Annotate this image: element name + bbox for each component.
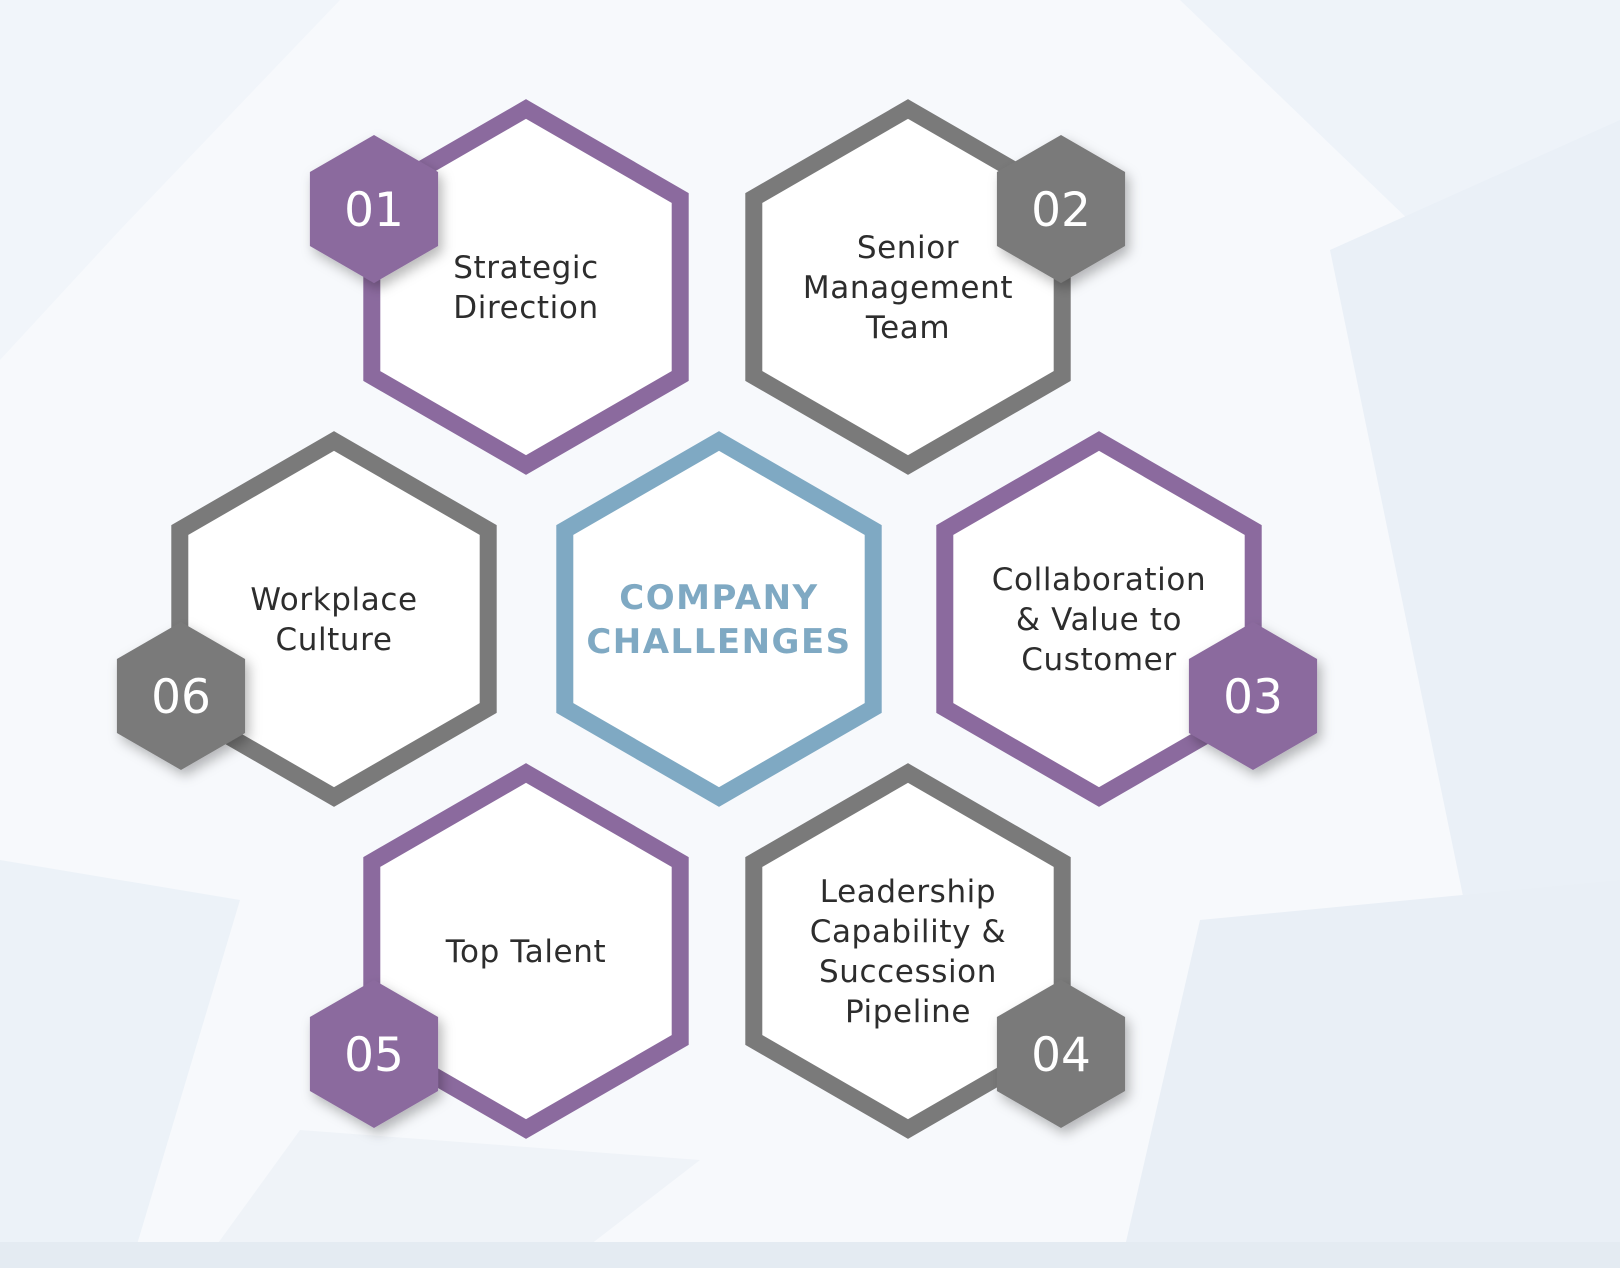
challenge-label-line: Capability & — [810, 914, 1007, 950]
challenge-label-line: Customer — [1021, 642, 1176, 678]
challenge-hexagon-05: Top Talent 05 — [309, 763, 689, 1139]
challenge-label-line: Workplace — [250, 582, 417, 618]
number-badge-label: 04 — [1031, 1028, 1091, 1083]
background-facet — [0, 0, 340, 360]
challenge-label-line: Pipeline — [845, 994, 971, 1030]
number-badge — [309, 980, 439, 1128]
challenge-label-line: Top Talent — [445, 934, 606, 970]
challenge-hexagon-outline — [363, 763, 689, 1139]
background-facet — [1330, 120, 1620, 930]
background-facet — [1180, 0, 1620, 470]
number-badge — [1188, 622, 1318, 770]
challenge-label-line: Direction — [453, 290, 598, 326]
challenge-hexagon-outline — [745, 763, 1071, 1139]
challenge-hexagon-outline — [171, 431, 497, 807]
challenge-label-line: Collaboration — [992, 562, 1206, 598]
background-facet — [0, 860, 240, 1268]
challenge-label: Top Talent — [445, 934, 606, 970]
challenge-label-line: Succession — [819, 954, 997, 990]
number-badge-label: 02 — [1031, 183, 1091, 238]
number-badge-label: 03 — [1223, 670, 1283, 725]
center-title-line: CHALLENGES — [586, 622, 851, 662]
challenge-label-line: Culture — [275, 622, 392, 658]
number-badge-label: 05 — [344, 1028, 404, 1083]
number-badge — [996, 135, 1126, 283]
background-facet — [1120, 880, 1620, 1268]
challenge-label-line: Senior — [857, 230, 959, 266]
center-hexagon-outline — [556, 431, 882, 807]
challenge-hexagon-outline — [936, 431, 1262, 807]
background-facet — [200, 1130, 700, 1268]
number-badge — [309, 135, 439, 283]
challenge-label-line: Team — [865, 310, 950, 346]
bottom-band — [0, 1242, 1620, 1268]
center-title-line: COMPANY — [619, 578, 818, 618]
number-badge — [116, 622, 246, 770]
challenge-hexagon-03: Collaboration & Value to Customer 03 — [936, 431, 1318, 807]
challenge-label-line: Management — [803, 270, 1013, 306]
challenge-label-line: & Value to — [1016, 602, 1182, 638]
challenge-label-line: Strategic — [453, 250, 599, 286]
challenge-label: Collaboration & Value to Customer — [992, 562, 1206, 678]
number-badge — [996, 980, 1126, 1128]
challenge-label-line: Leadership — [820, 874, 996, 910]
number-badge-label: 01 — [344, 183, 404, 238]
number-badge-label: 06 — [151, 670, 211, 725]
